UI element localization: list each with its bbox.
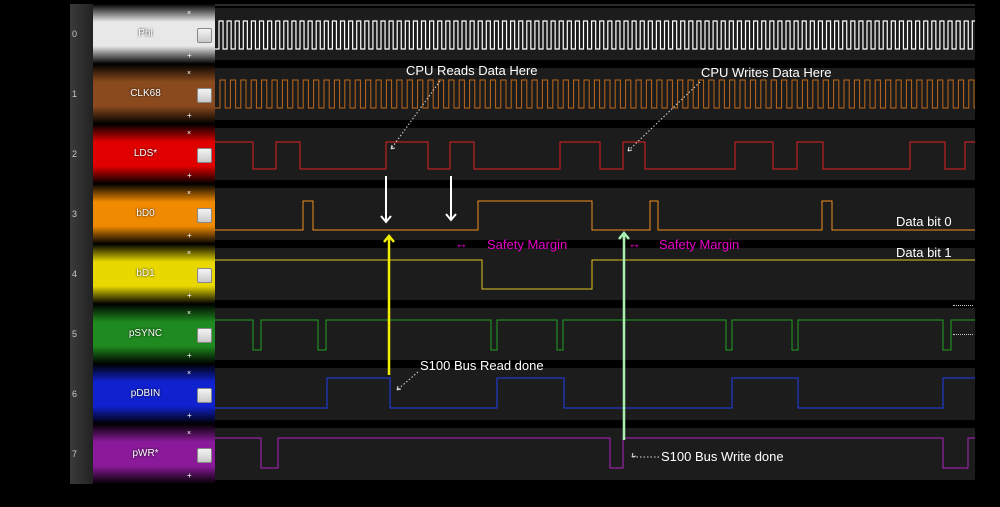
channel-name: Phi [138,28,153,39]
channel-enable-checkbox[interactable] [197,88,212,103]
channel-label-box[interactable]: pWR* × + [93,424,215,484]
channel-name: LDS* [133,148,158,159]
remove-channel-icon[interactable]: × [187,70,192,77]
channel-name: bD1 [136,268,155,279]
channel-enable-checkbox[interactable] [197,208,212,223]
add-channel-icon[interactable]: + [187,51,192,60]
cpu-reads-annotation: CPU Reads Data Here [406,63,538,78]
channel-label-box[interactable]: LDS* × + [93,124,215,184]
margin-arrow-2: ↔ [628,236,641,251]
add-channel-icon[interactable]: + [187,411,192,420]
channel-index: 3 [70,184,93,244]
cpu-writes-annotation: CPU Writes Data Here [701,65,832,80]
s100-read-done-annotation: S100 Bus Read done [420,358,544,373]
channel-row: 4 bD1 × + [70,244,975,304]
pan-handle-bottom[interactable] [953,334,973,337]
channel-index: 6 [70,364,93,424]
channel-enable-checkbox[interactable] [197,148,212,163]
remove-channel-icon[interactable]: × [187,190,192,197]
channel-enable-checkbox[interactable] [197,388,212,403]
channel-label-box[interactable]: CLK68 × + [93,64,215,124]
channel-row: 6 pDBIN × + [70,364,975,424]
channel-name: bD0 [136,208,155,219]
channel-trace-area [215,188,975,240]
channel-index: 2 [70,124,93,184]
channel-row: 3 bD0 × + [70,184,975,244]
pan-handle-top[interactable] [953,305,973,308]
channel-name: pSYNC [128,328,163,339]
channel-label-box[interactable]: bD0 × + [93,184,215,244]
s100-write-done-annotation: S100 Bus Write done [661,449,784,464]
channel-trace-area [215,308,975,360]
channel-index: 4 [70,244,93,304]
channel-label-box[interactable]: pSYNC × + [93,304,215,364]
margin-arrow-1: ↔ [455,236,468,251]
safety-margin-1-label: Safety Margin [487,237,568,252]
channel-trace-area [215,68,975,120]
channel-label-box[interactable]: bD1 × + [93,244,215,304]
channel-row: 0 Phi × + [70,4,975,64]
channel-trace-area [215,428,975,480]
channel-enable-checkbox[interactable] [197,448,212,463]
channel-trace-area [215,128,975,180]
channel-label-box[interactable]: Phi × + [93,4,215,64]
channel-index: 1 [70,64,93,124]
remove-channel-icon[interactable]: × [187,430,192,437]
channel-name: pWR* [132,448,159,459]
channel-enable-checkbox[interactable] [197,268,212,283]
remove-channel-icon[interactable]: × [187,10,192,17]
channel-index: 5 [70,304,93,364]
channel-index: 7 [70,424,93,484]
remove-channel-icon[interactable]: × [187,310,192,317]
add-channel-icon[interactable]: + [187,231,192,240]
add-channel-icon[interactable]: + [187,351,192,360]
add-channel-icon[interactable]: + [187,171,192,180]
channel-trace-area [215,368,975,420]
data-bit-0-label: Data bit 0 [896,214,952,229]
channel-row: 7 pWR* × + [70,424,975,484]
channel-row: 2 LDS* × + [70,124,975,184]
channel-enable-checkbox[interactable] [197,28,212,43]
channel-name: CLK68 [130,88,161,99]
add-channel-icon[interactable]: + [187,291,192,300]
channel-trace-area [215,8,975,60]
add-channel-icon[interactable]: + [187,471,192,480]
add-channel-icon[interactable]: + [187,111,192,120]
channel-trace-area [215,248,975,300]
channel-row: 5 pSYNC × + [70,304,975,364]
channel-enable-checkbox[interactable] [197,328,212,343]
data-bit-1-label: Data bit 1 [896,245,952,260]
channel-index: 0 [70,4,93,64]
safety-margin-2-label: Safety Margin [659,237,740,252]
remove-channel-icon[interactable]: × [187,130,192,137]
channel-name: pDBIN [130,388,161,399]
channel-label-box[interactable]: pDBIN × + [93,364,215,424]
remove-channel-icon[interactable]: × [187,250,192,257]
remove-channel-icon[interactable]: × [187,370,192,377]
